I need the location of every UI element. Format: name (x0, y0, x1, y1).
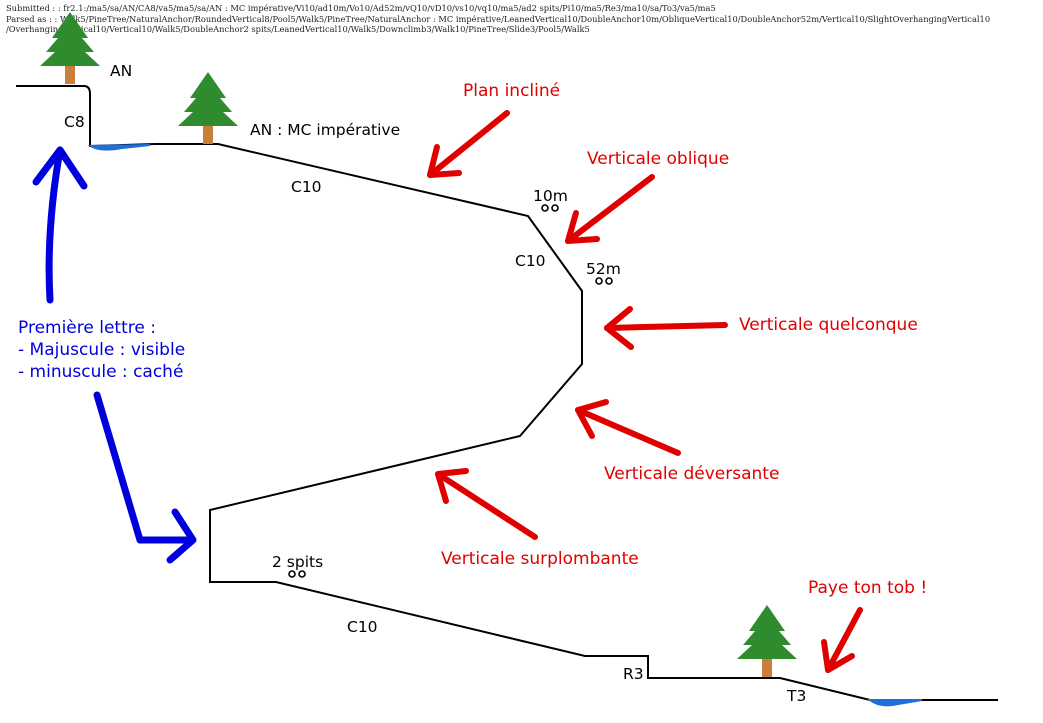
arrow-icon (93, 391, 197, 564)
arrow-icon (821, 607, 863, 673)
label-anchor-10m: 10m (533, 187, 568, 205)
annotation-plan-incline: Plan incliné (463, 81, 560, 101)
label-anchor-52m: 52m (586, 260, 621, 278)
label-c10-c: C10 (347, 618, 378, 636)
legend-line-2: - Majuscule : visible (18, 340, 185, 360)
parsed-line-1: Parsed as : : Walk5/PineTree/NaturalAnch… (6, 13, 991, 24)
legend-line-1: Première lettre : (18, 318, 156, 338)
arrow-icon (427, 110, 510, 178)
double-anchor-icon (595, 277, 613, 285)
annotation-verticale-surplombante: Verticale surplombante (441, 549, 639, 569)
label-c10-a: C10 (291, 178, 322, 196)
label-r3: R3 (623, 665, 644, 683)
pool-icon (87, 144, 151, 151)
label-an-top: AN (110, 62, 132, 80)
pine-tree-icon (40, 12, 100, 84)
canyon-profile-line (16, 85, 998, 701)
parse-header: Submitted : : fr2.1:/ma5/sa/AN/CA8/va5/m… (6, 3, 1036, 35)
arrow-icon (32, 146, 88, 304)
pine-tree-icon (178, 72, 238, 144)
double-anchor-icon (541, 204, 559, 212)
parsed-line-2: /OverhangingVertical10/Vertical10/Walk5/… (6, 24, 590, 35)
annotation-verticale-deversante: Verticale déversante (604, 464, 779, 484)
pine-tree-icon (737, 605, 797, 677)
annotation-paye-ton-tob: Paye ton tob ! (808, 578, 927, 598)
arrow-icon (604, 306, 728, 350)
label-c8: C8 (64, 113, 85, 131)
legend-line-3: - minuscule : caché (18, 362, 183, 382)
label-t3: T3 (786, 687, 806, 705)
annotation-verticale-oblique: Verticale oblique (587, 149, 729, 169)
arrow-icon (565, 174, 655, 244)
double-anchor-icon (288, 570, 306, 578)
pool-icon (867, 699, 923, 707)
arrow-icon (575, 399, 681, 456)
annotation-verticale-quelconque: Verticale quelconque (739, 315, 918, 335)
label-c10-b: C10 (515, 252, 546, 270)
submitted-line: Submitted : : fr2.1:/ma5/sa/AN/CA8/va5/m… (6, 3, 716, 13)
label-an-mc: AN : MC impérative (250, 121, 400, 139)
arrow-icon (435, 468, 538, 540)
label-anchor-2spits: 2 spits (272, 553, 323, 571)
